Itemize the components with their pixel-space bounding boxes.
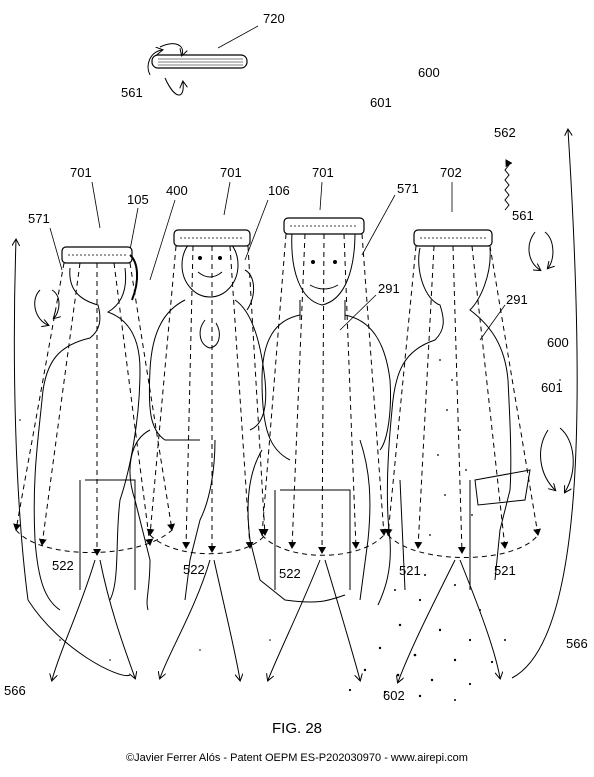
ref-561-top: 561 (121, 85, 143, 100)
ref-522-mid: 522 (183, 562, 205, 577)
seated-people (33, 231, 531, 611)
ref-566-left: 566 (4, 683, 26, 698)
head-bands (61, 217, 493, 264)
ref-521-left: 521 (399, 563, 421, 578)
leader-lines (49, 25, 506, 341)
ref-600-right: 600 (547, 335, 569, 350)
ref-400: 400 (166, 183, 188, 198)
ref-701-right: 701 (312, 165, 334, 180)
copyright-notice: ©Javier Ferrer Alós - Patent OEPM ES-P20… (126, 752, 468, 764)
ref-702: 702 (440, 165, 462, 180)
ref-106: 106 (268, 183, 290, 198)
device-720 (147, 43, 248, 96)
ref-105: 105 (127, 192, 149, 207)
ref-562: 562 (494, 125, 516, 140)
ref-291-mid: 291 (378, 281, 400, 296)
cable-105 (129, 254, 138, 301)
ref-571-left: 571 (28, 211, 50, 226)
ref-602: 602 (383, 688, 405, 703)
ref-720: 720 (263, 11, 285, 26)
ref-291-right: 291 (506, 292, 528, 307)
ref-601-top: 601 (370, 95, 392, 110)
ref-522-right: 522 (279, 566, 301, 581)
ref-600-top: 600 (418, 65, 440, 80)
particle-speckles (19, 359, 561, 701)
ref-571-right: 571 (397, 181, 419, 196)
ref-701-left: 701 (70, 165, 92, 180)
ref-566-right: 566 (566, 636, 588, 651)
air-flow-curtains (13, 233, 541, 558)
figure-caption: FIG. 28 (271, 720, 323, 737)
head-band-ticks (68, 225, 486, 256)
ref-601-right: 601 (541, 380, 563, 395)
wavy-arrow-562 (504, 159, 513, 211)
ref-521-right: 521 (494, 563, 516, 578)
circular-arrows (34, 231, 574, 492)
outer-flow-arrows (14, 130, 578, 679)
downward-flows (52, 559, 500, 682)
ref-522-left: 522 (52, 558, 74, 573)
ref-561-right: 561 (512, 208, 534, 223)
ref-701-mid: 701 (220, 165, 242, 180)
